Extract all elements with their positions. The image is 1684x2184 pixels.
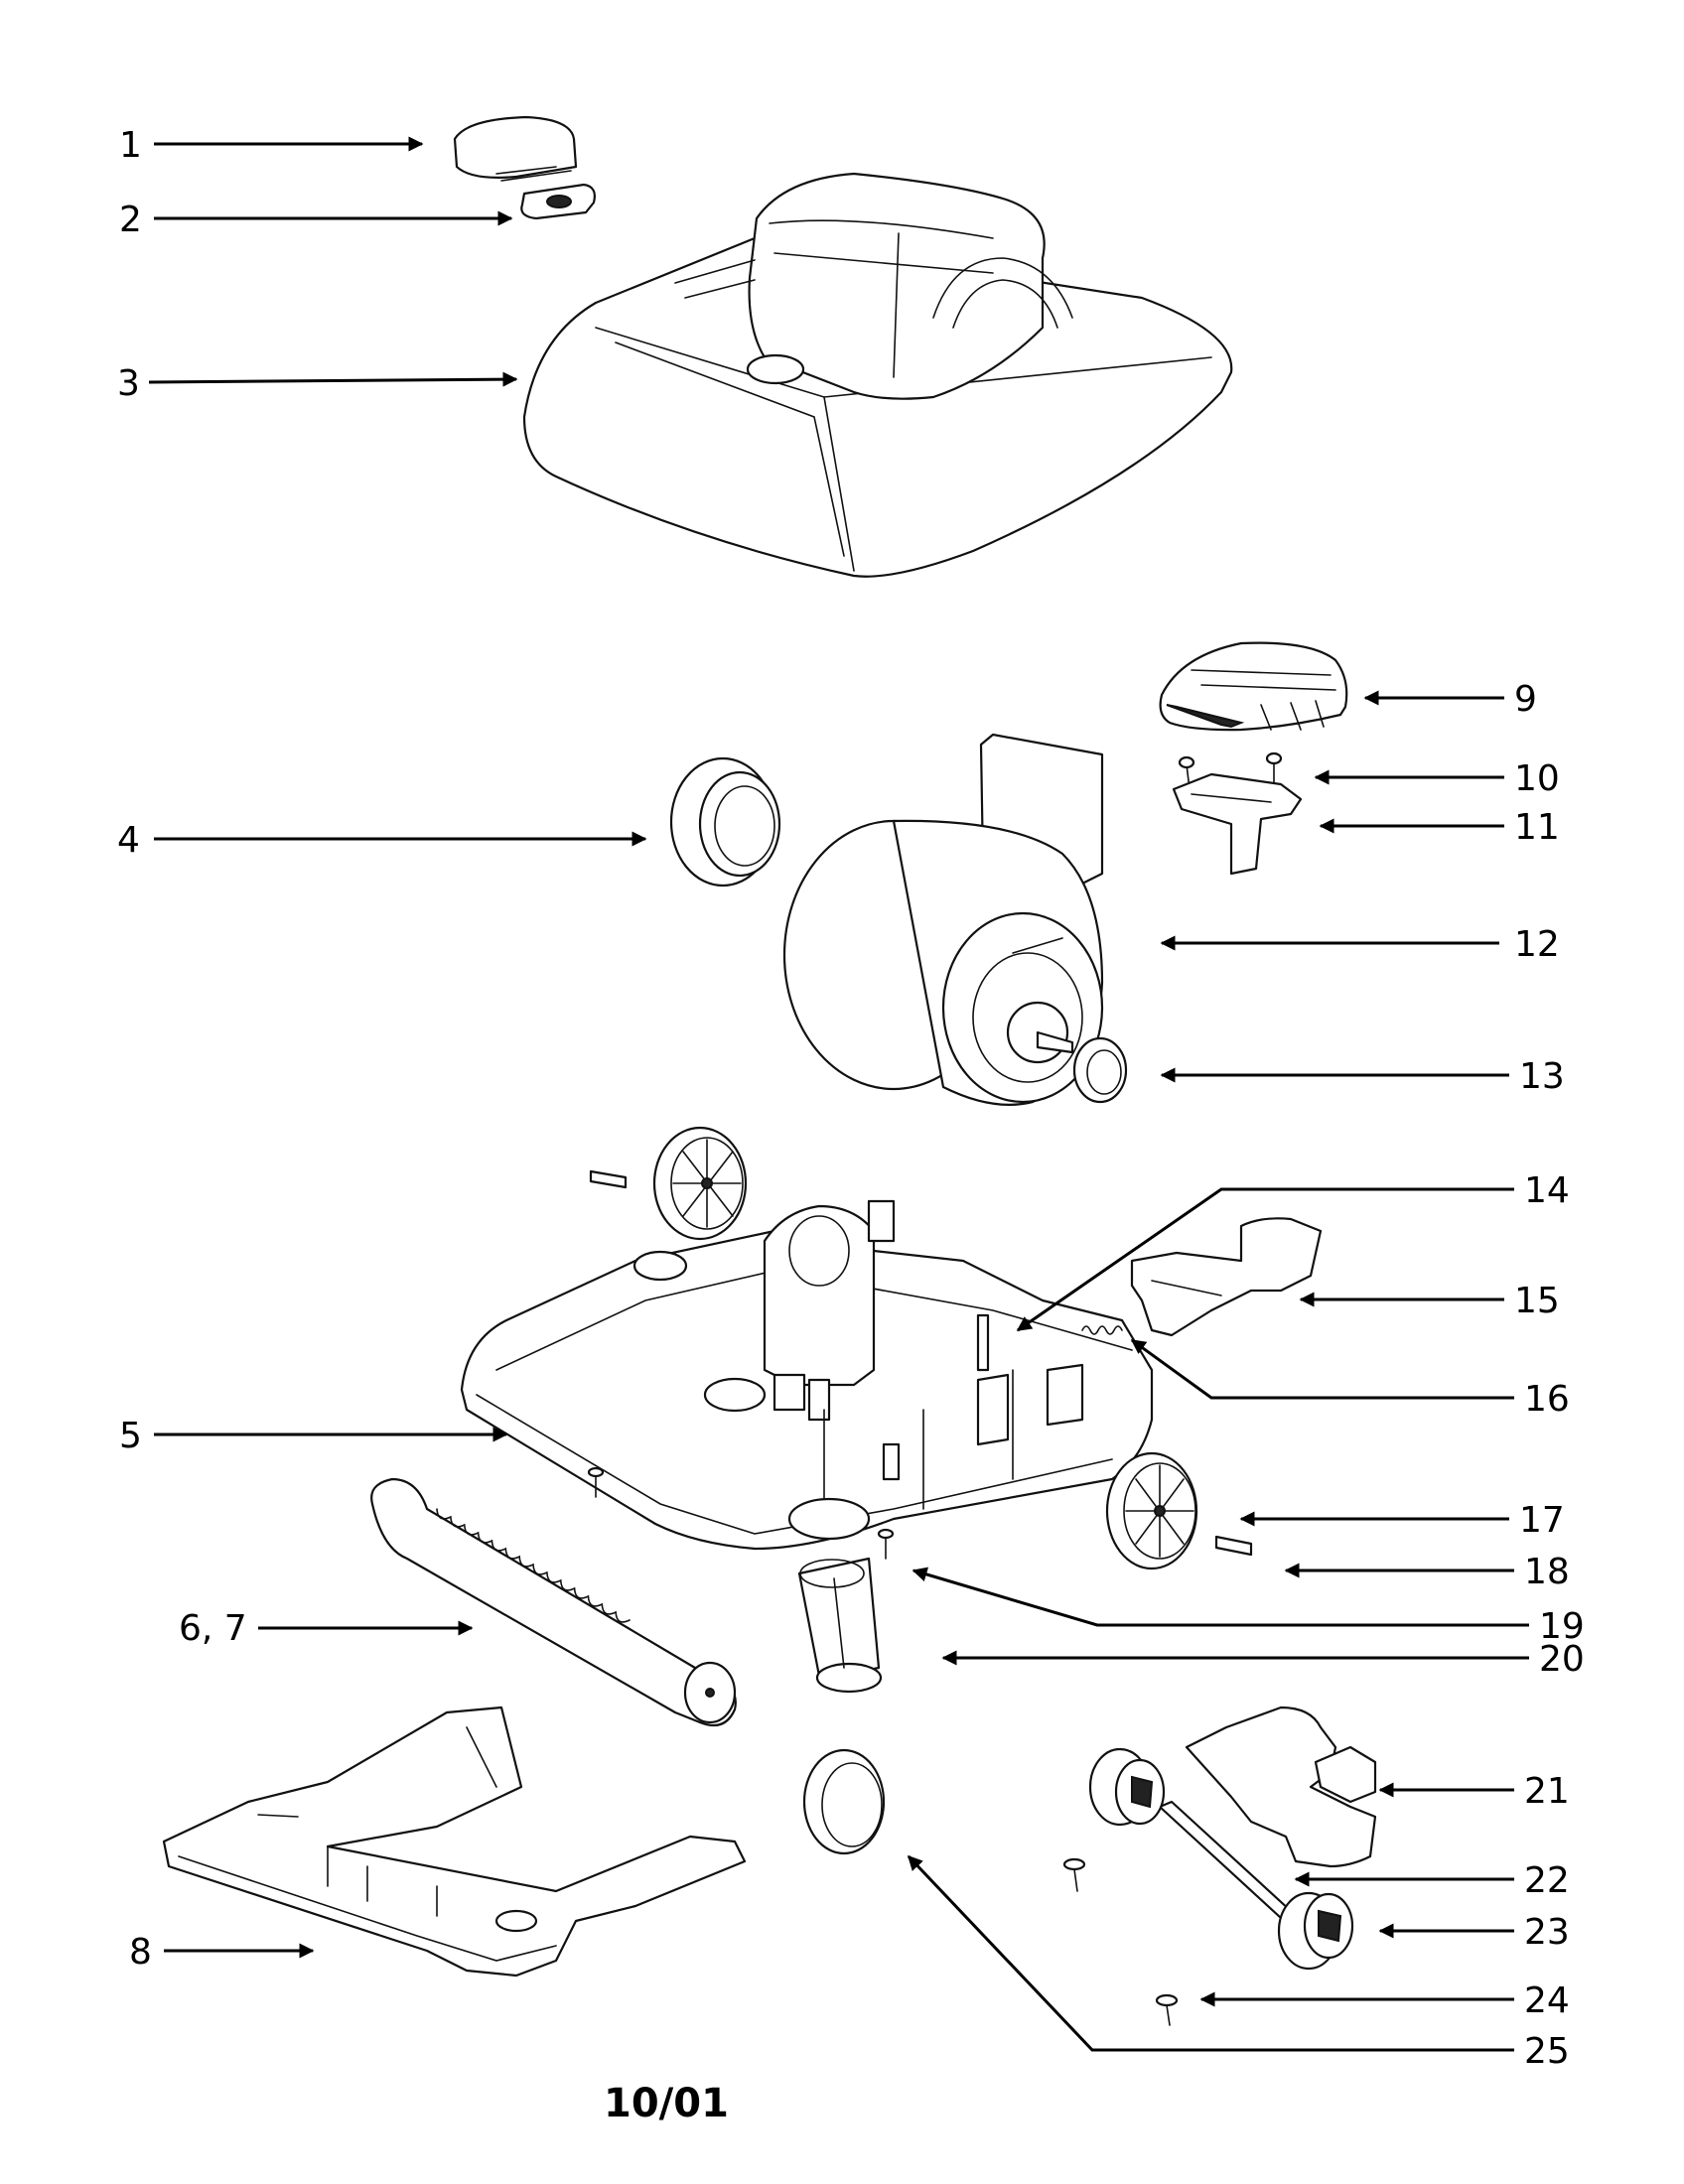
part-wheel-upper bbox=[589, 1126, 748, 1241]
callout-22: 22 bbox=[1524, 1860, 1570, 1901]
part-14-pin bbox=[976, 1313, 990, 1372]
part-12-motor bbox=[782, 733, 1104, 1106]
callout-1: 1 bbox=[119, 125, 142, 166]
part-11-latch bbox=[1172, 772, 1303, 876]
part-24-screw bbox=[1155, 1993, 1179, 2026]
part-19-screw bbox=[877, 1528, 895, 1560]
part-16-spring bbox=[1081, 1325, 1123, 1335]
callout-5: 5 bbox=[119, 1416, 142, 1456]
callout-25: 25 bbox=[1524, 2031, 1570, 2072]
callout-21: 21 bbox=[1524, 1771, 1570, 1812]
part-20-nozzle bbox=[797, 1557, 883, 1694]
callout-11: 11 bbox=[1514, 807, 1560, 848]
callout-14: 14 bbox=[1524, 1170, 1570, 1211]
leader-lines bbox=[148, 136, 1529, 2052]
part-screw-axle bbox=[1062, 1857, 1086, 1892]
part-screw-base bbox=[587, 1466, 605, 1498]
callout-9: 9 bbox=[1514, 679, 1537, 720]
date-code: 10/01 bbox=[604, 2081, 729, 2126]
callout-15: 15 bbox=[1514, 1281, 1560, 1321]
callout-6-7: 6, 7 bbox=[179, 1608, 247, 1649]
callout-2: 2 bbox=[119, 200, 142, 240]
callout-3: 3 bbox=[117, 363, 140, 404]
part-2-seal bbox=[520, 183, 596, 220]
callout-13: 13 bbox=[1519, 1056, 1565, 1097]
part-5-base bbox=[460, 1199, 1154, 1551]
part-23-wheel bbox=[1277, 1891, 1354, 1971]
callout-20: 20 bbox=[1539, 1639, 1585, 1680]
part-25-ring bbox=[802, 1748, 886, 1855]
part-3-hood bbox=[522, 172, 1233, 578]
part-21-bracket bbox=[1185, 1706, 1377, 1868]
callout-4: 4 bbox=[117, 820, 140, 861]
callout-10: 10 bbox=[1514, 758, 1560, 799]
part-axle-wheel-upper bbox=[1088, 1747, 1166, 1827]
callout-labels: 1 2 3 4 5 6, 7 8 9 10 11 12 13 14 15 16 … bbox=[117, 125, 1585, 2072]
part-4-ring bbox=[669, 756, 781, 887]
part-18-axle bbox=[1214, 1535, 1253, 1557]
part-6-7-brushroll bbox=[370, 1477, 737, 1727]
part-8-baseplate bbox=[162, 1706, 747, 1978]
callout-17: 17 bbox=[1519, 1500, 1565, 1541]
part-1-filter-door bbox=[453, 115, 578, 182]
callout-8: 8 bbox=[129, 1932, 152, 1973]
part-13-ring bbox=[1072, 1036, 1128, 1104]
callout-23: 23 bbox=[1524, 1912, 1570, 1953]
callout-18: 18 bbox=[1524, 1552, 1570, 1592]
part-15-pedal bbox=[1130, 1217, 1323, 1337]
part-9-cover bbox=[1159, 641, 1348, 732]
callout-16: 16 bbox=[1524, 1379, 1570, 1420]
callout-19: 19 bbox=[1539, 1606, 1585, 1647]
callout-24: 24 bbox=[1524, 1980, 1570, 2021]
part-17-wheel bbox=[1105, 1451, 1198, 1570]
callout-12: 12 bbox=[1514, 924, 1560, 965]
